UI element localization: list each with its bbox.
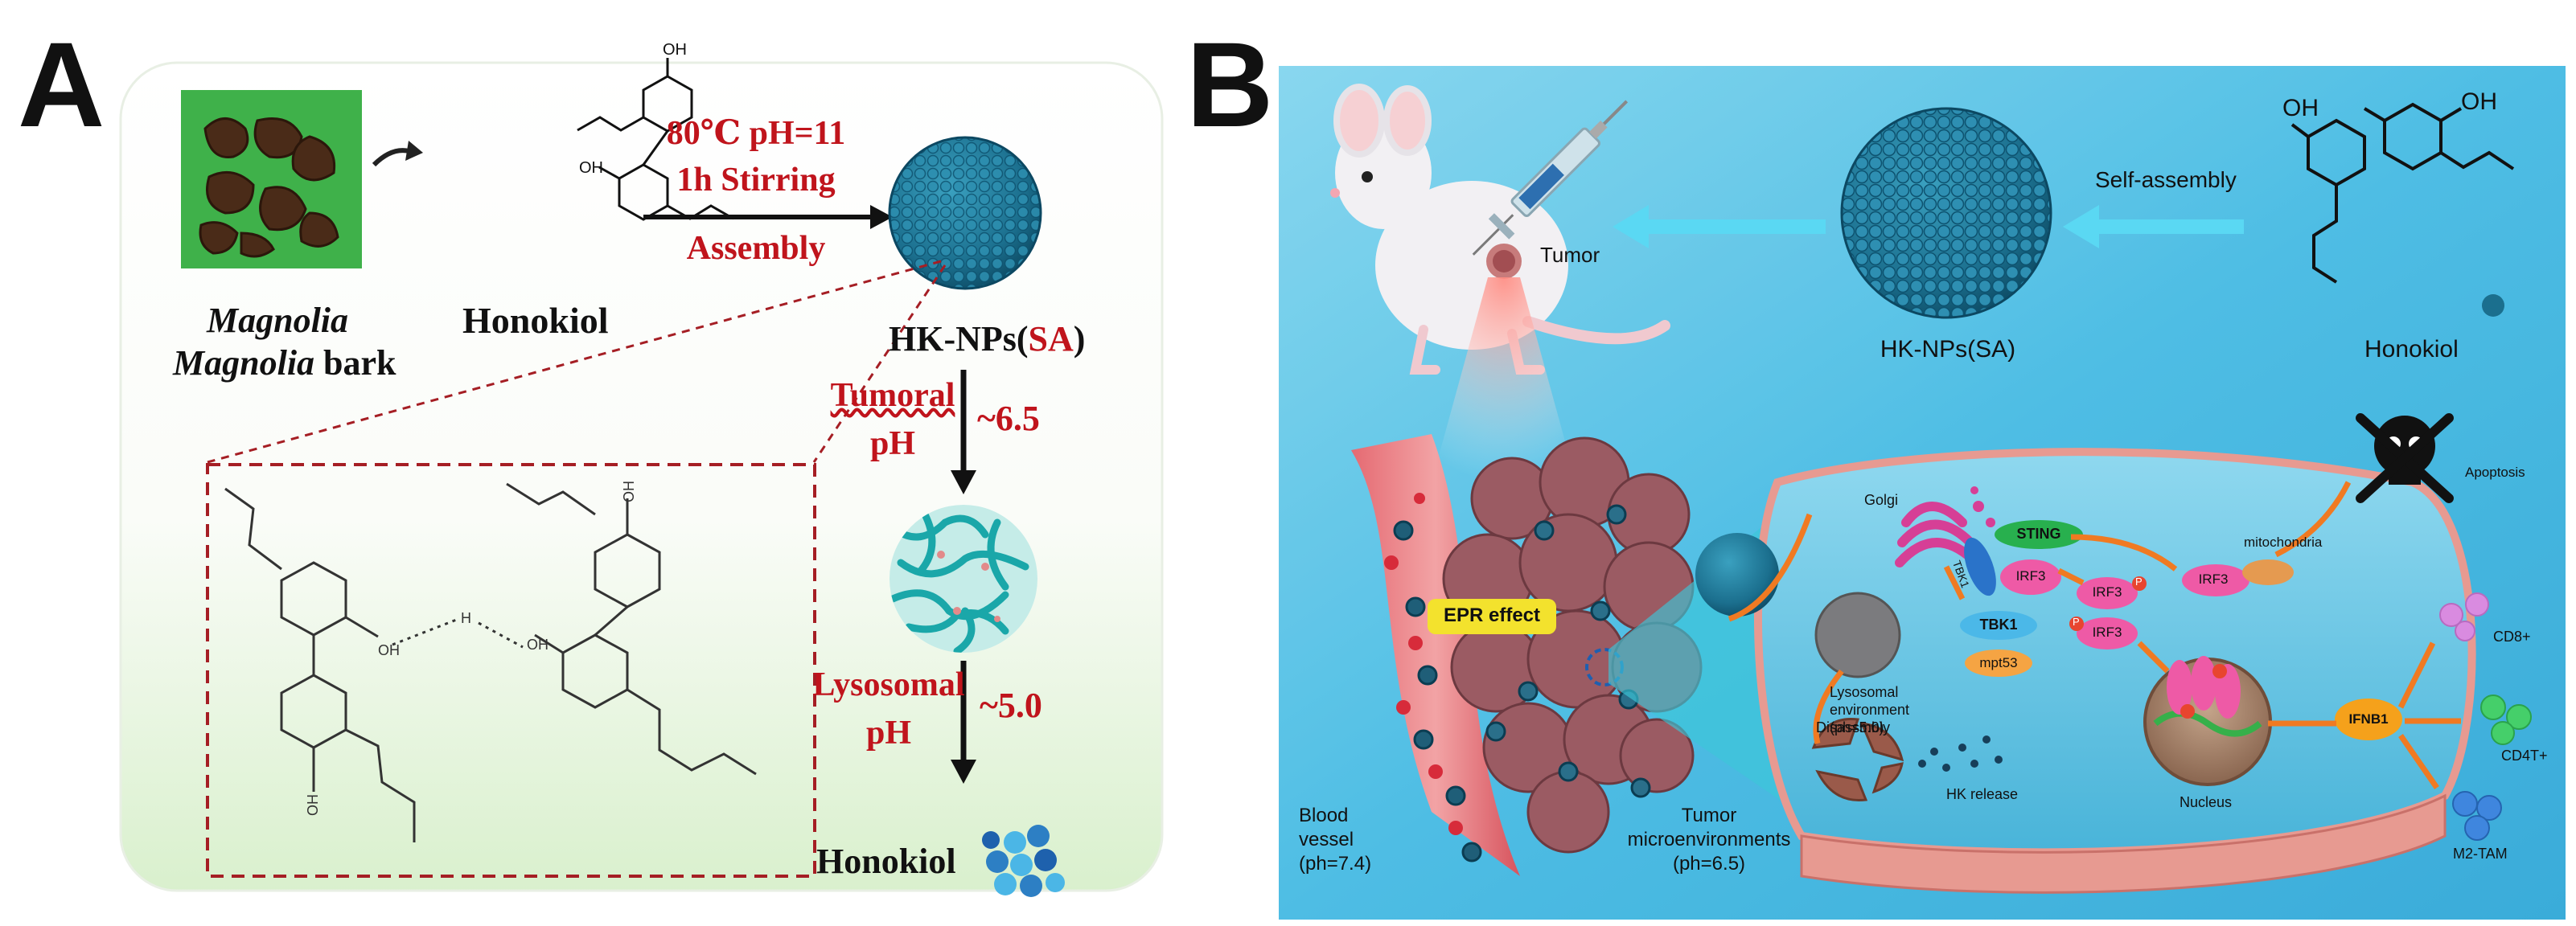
nucleus-irf3 bbox=[2167, 656, 2241, 719]
honokiol-structure-b bbox=[2290, 102, 2515, 284]
panel-a-frame bbox=[119, 61, 1164, 892]
svg-text:OH: OH bbox=[305, 794, 321, 816]
p-label-1: P bbox=[2135, 576, 2143, 588]
honokiol-ball bbox=[2482, 294, 2504, 317]
condition-line2: 1h Stirring bbox=[676, 162, 836, 199]
dimer-box bbox=[206, 463, 816, 878]
tumoral-label: Tumoral bbox=[830, 377, 955, 414]
epr-label-bg bbox=[1428, 599, 1556, 634]
hydrogen-bond-1 bbox=[392, 617, 459, 646]
dimer-molecule-right bbox=[506, 482, 757, 776]
tumoral-value: ~6.5 bbox=[977, 399, 1040, 438]
broken-lysosome bbox=[1811, 717, 1904, 802]
cd4-label: CD4T+ bbox=[2501, 748, 2548, 764]
final-honokiol-label: Honokiol bbox=[816, 842, 956, 881]
golgi-label: Golgi bbox=[1864, 492, 1899, 508]
epr-effect-label: EPR effect bbox=[1443, 604, 1541, 626]
tbk1-oval bbox=[1960, 611, 2037, 640]
vessel-nanoparticles bbox=[1393, 520, 1482, 862]
irf3-oval-mito bbox=[2182, 564, 2249, 596]
zoom-line-left bbox=[207, 260, 942, 464]
tbk1-label: TBK1 bbox=[1979, 617, 2018, 633]
tumor-label: Tumor bbox=[1540, 243, 1600, 267]
cd4-cells bbox=[2480, 694, 2532, 745]
dimer-molecule-left bbox=[224, 487, 416, 842]
ifnb1-oval bbox=[2335, 699, 2402, 740]
lysosomal-label: Lysosomal bbox=[812, 666, 965, 703]
released-honokiol-dots bbox=[982, 825, 1065, 897]
cd8-label: CD8+ bbox=[2493, 629, 2531, 645]
oh-right-label: OH bbox=[2461, 88, 2497, 115]
honokiol-label: Honokiol bbox=[462, 300, 609, 341]
hk-release-dots bbox=[1918, 735, 2003, 772]
lysosomal-environment-label: Lysosomal environment (ph=5.0) bbox=[1830, 684, 1910, 735]
lysosomal-value: ~5.0 bbox=[980, 686, 1042, 725]
svg-text:H: H bbox=[461, 610, 471, 626]
mitochondria-label: mitochondria bbox=[2244, 535, 2323, 550]
magnolia-label: Magnolia bbox=[206, 301, 349, 340]
svg-text:OH: OH bbox=[579, 159, 603, 177]
m2-tam-cells bbox=[2452, 791, 2502, 841]
m2-tam-label: M2-TAM bbox=[2453, 846, 2508, 862]
cd8-cells bbox=[2439, 592, 2489, 641]
irf3-oval-2 bbox=[2077, 577, 2138, 609]
svg-text:OH: OH bbox=[663, 41, 687, 59]
blood-vessel-label: Blood vessel (ph=7.4) bbox=[1299, 805, 1372, 875]
cell-membrane-edge bbox=[1800, 793, 2447, 894]
tumoral-ph-label: pH bbox=[869, 425, 916, 462]
panel-a-letter: A bbox=[18, 17, 105, 152]
honokiol-b-label: Honokiol bbox=[2364, 336, 2459, 363]
irf3-label-1: IRF3 bbox=[2015, 568, 2046, 584]
disassembly-label: Disassmbly bbox=[1816, 719, 1891, 735]
self-assembly-label: Self-assembly bbox=[2095, 167, 2237, 192]
magnolia-bark-label: Magnolia bark bbox=[173, 343, 396, 383]
irf3-oval-1 bbox=[2000, 559, 2061, 595]
lysosomal-ph-label: pH bbox=[865, 715, 912, 752]
panel-a-diagram: OH OH OH OH OH OH H bbox=[119, 41, 1164, 897]
disassembling-particle bbox=[889, 505, 1037, 653]
irf3-oval-3 bbox=[2077, 617, 2138, 649]
irf3-mito-label: IRF3 bbox=[2198, 572, 2229, 587]
apoptosis-skull-icon bbox=[2356, 413, 2454, 503]
hk-nps-label: HK-NPs(SA) bbox=[889, 319, 1086, 359]
zoom-line-right bbox=[812, 264, 947, 463]
mpt53-label: mpt53 bbox=[1979, 655, 2018, 670]
p-label-2: P bbox=[2073, 616, 2080, 628]
condition-line3: Assembly bbox=[686, 230, 826, 267]
apoptosis-label: Apoptosis bbox=[2465, 465, 2525, 480]
nucleus-label: Nucleus bbox=[2180, 794, 2233, 810]
tumor-glow bbox=[1432, 277, 1576, 482]
irf3-label-2: IRF3 bbox=[2092, 584, 2122, 600]
mpt53-oval bbox=[1965, 649, 2032, 677]
blood-vessel bbox=[1351, 434, 1520, 876]
hk-release-label: HK release bbox=[1946, 786, 2019, 802]
tbk1-vertical bbox=[1964, 537, 1996, 596]
bark-pieces bbox=[199, 117, 339, 258]
ifnb1-label: IFNB1 bbox=[2348, 711, 2389, 727]
irf3-label-3: IRF3 bbox=[2092, 625, 2122, 640]
golgi-vesicles bbox=[1970, 486, 1995, 527]
sting-label: STING bbox=[2016, 526, 2061, 542]
pathway-arrows bbox=[1728, 481, 2461, 789]
tumor-environment-label: Tumor microenvironments (ph=6.5) bbox=[1627, 805, 1791, 875]
hk-nps-sa-label: HK-NPs(SA) bbox=[1880, 336, 2016, 363]
sting-oval bbox=[1995, 520, 2083, 549]
svg-text:OH: OH bbox=[378, 642, 400, 658]
condition-line1: 80℃ pH=11 bbox=[666, 115, 846, 152]
syringe bbox=[1472, 100, 1629, 256]
svg-text:OH: OH bbox=[621, 481, 637, 502]
dna bbox=[2153, 710, 2262, 737]
hydrogen-bond-2 bbox=[478, 621, 524, 649]
red-blood-cells bbox=[1384, 493, 1463, 835]
entering-nanoparticle bbox=[1695, 533, 1779, 617]
lysosome bbox=[1814, 592, 1901, 678]
mitochondria bbox=[2242, 559, 2294, 585]
oh-left-label: OH bbox=[2282, 95, 2319, 121]
honokiol-structure bbox=[577, 58, 734, 221]
panel-b-letter: B bbox=[1186, 17, 1274, 152]
svg-text:OH: OH bbox=[527, 637, 548, 653]
